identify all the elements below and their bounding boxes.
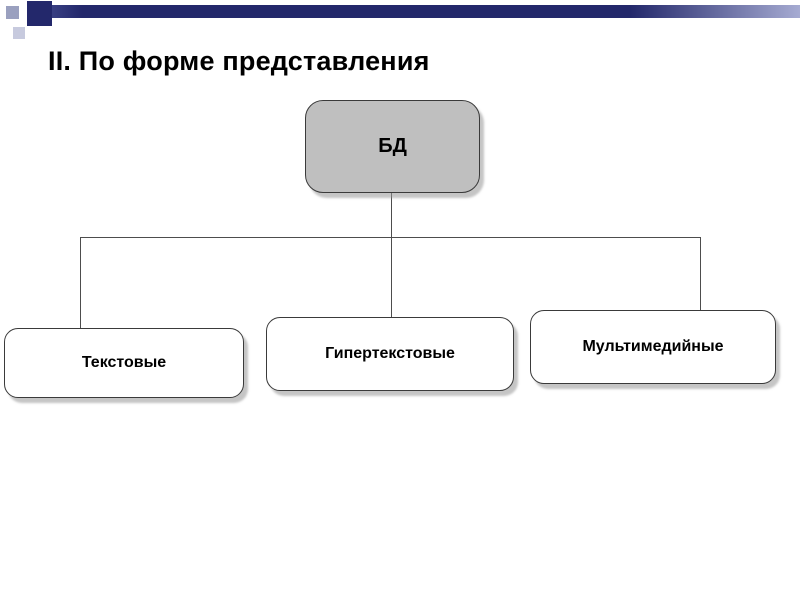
deco-square-gray bbox=[6, 6, 19, 19]
connector-left-drop bbox=[80, 237, 81, 328]
node-text: Текстовые bbox=[4, 328, 244, 398]
header-bar bbox=[28, 5, 800, 18]
connector-horizontal bbox=[80, 237, 701, 238]
slide-title: II. По форме представления bbox=[48, 46, 430, 76]
node-multimedia: Мультимедийные bbox=[530, 310, 776, 384]
node-text-label: Текстовые bbox=[81, 354, 167, 371]
node-hypertext-label: Гипертекстовые bbox=[325, 345, 455, 362]
connector-root-to-center bbox=[391, 193, 392, 317]
connector-right-drop bbox=[700, 237, 701, 310]
node-hypertext: Гипертекстовые bbox=[266, 317, 514, 391]
node-root-db: БД bbox=[305, 100, 480, 193]
deco-square-navy bbox=[27, 1, 52, 26]
deco-square-light bbox=[13, 27, 25, 39]
node-root-db-label: БД bbox=[378, 135, 407, 157]
node-multimedia-label: Мультимедийные bbox=[582, 338, 724, 355]
